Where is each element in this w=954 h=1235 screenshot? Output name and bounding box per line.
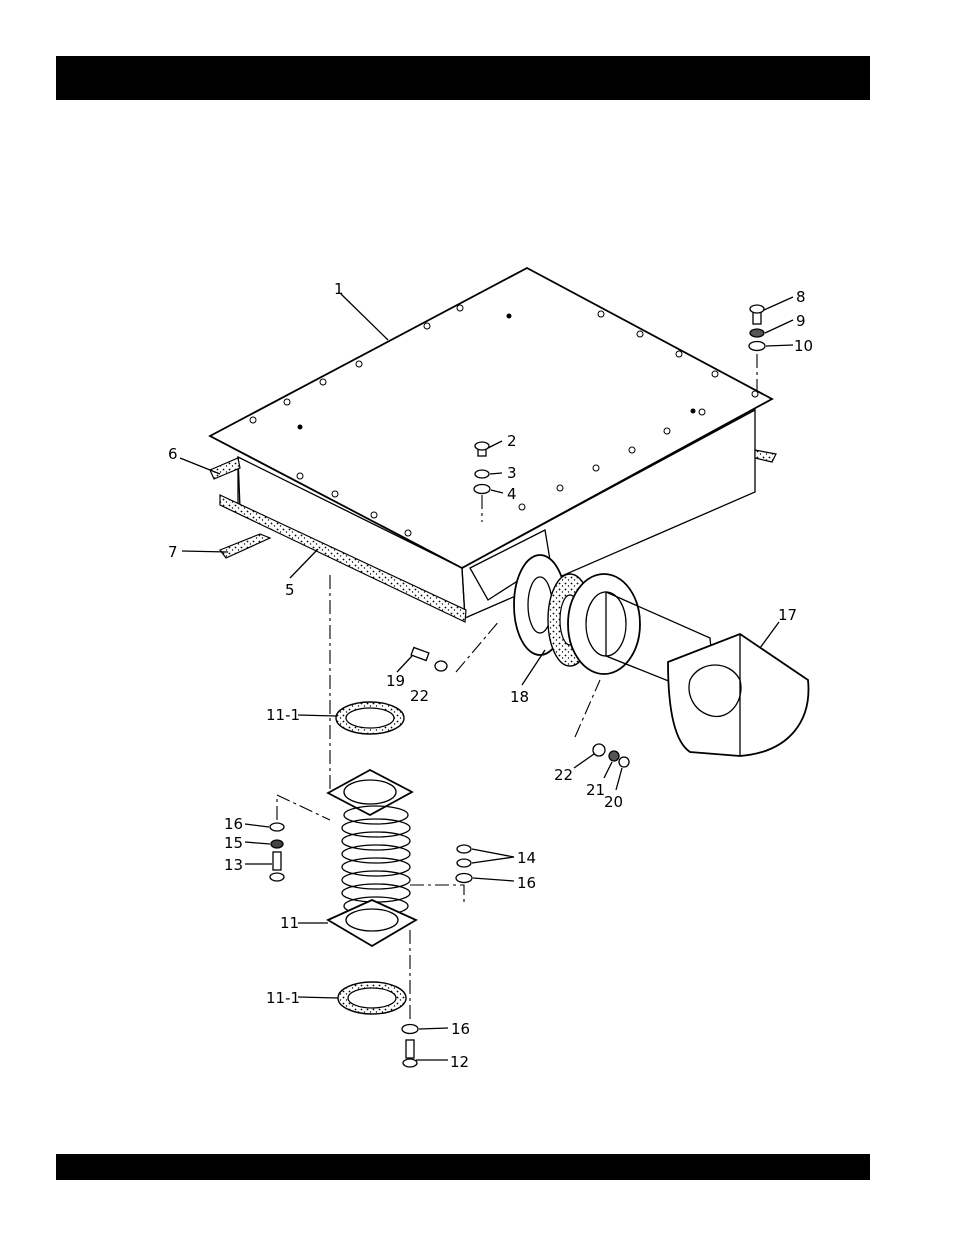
muffler-box	[210, 268, 772, 618]
callout-16-left: 16	[224, 815, 243, 833]
callout-13: 13	[224, 856, 243, 874]
callout-16-right: 16	[517, 874, 536, 892]
callout-11: 11	[280, 914, 299, 932]
callout-15: 15	[224, 834, 243, 852]
callout-18: 18	[510, 688, 529, 706]
callout-21: 21	[586, 781, 605, 799]
callout-4: 4	[507, 485, 517, 503]
callout-22-upper: 22	[410, 687, 429, 705]
callout-22-lower: 22	[554, 766, 573, 784]
callout-8: 8	[796, 288, 806, 306]
callout-5: 5	[285, 581, 295, 599]
callout-7: 7	[168, 543, 178, 561]
callout-20: 20	[604, 793, 623, 811]
callout-2: 2	[507, 432, 517, 450]
outlet-assembly	[470, 530, 808, 756]
callout-6: 6	[168, 445, 178, 463]
callout-11-1-top: 11-1	[266, 706, 300, 724]
callout-12: 12	[450, 1053, 469, 1071]
callout-3: 3	[507, 464, 517, 482]
callout-1: 1	[334, 280, 344, 298]
callout-14: 14	[517, 849, 536, 867]
footer-bar	[56, 1154, 870, 1180]
callout-19: 19	[386, 672, 405, 690]
callout-11-1-bottom: 11-1	[266, 989, 300, 1007]
callout-10: 10	[794, 337, 813, 355]
callout-9: 9	[796, 312, 806, 330]
flex-bellows	[328, 702, 416, 1014]
callout-16-bottom: 16	[451, 1020, 470, 1038]
callout-17: 17	[778, 606, 797, 624]
